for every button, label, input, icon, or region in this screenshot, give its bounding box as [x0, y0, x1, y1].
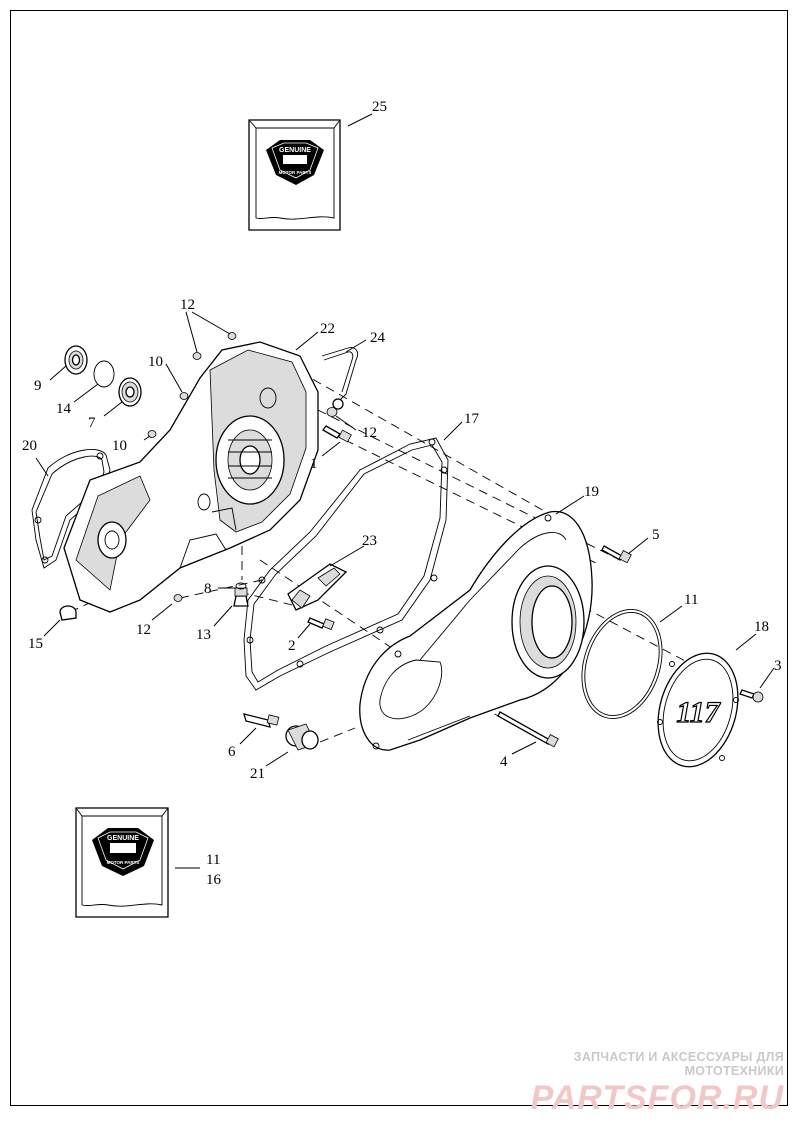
dowel-pin-item-10[interactable] [179, 392, 189, 400]
logo-genuine-text: GENUINE [107, 835, 139, 842]
parts-kit-box-top[interactable]: GENUINE MOTOR PARTS [248, 119, 341, 231]
inner-primary-gasket[interactable] [31, 449, 111, 569]
callout-labels: 25 12 22 24 10 9 14 7 12 17 10 1 20 19 2… [22, 99, 782, 888]
callout-2: 2 [288, 638, 296, 654]
dowel-pin-item-12[interactable] [192, 352, 202, 360]
dowel-item-15[interactable] [59, 605, 77, 621]
callout-18: 18 [754, 619, 769, 635]
assembly-line [259, 559, 396, 651]
genuine-motor-parts-logo: GENUINE MOTOR PARTS [92, 828, 154, 876]
diagram-frame [10, 10, 788, 1106]
callout-22: 22 [320, 321, 335, 337]
callout-25: 25 [372, 99, 387, 115]
callout-17: 17 [464, 411, 480, 427]
bolt-item-1[interactable] [322, 425, 352, 443]
logo-motor-parts-text: MOTOR PARTS [279, 170, 312, 175]
assembly-line [299, 371, 561, 521]
assembly-line [569, 599, 741, 691]
dowel-pin-item-12[interactable] [173, 594, 183, 602]
assembly-line [344, 439, 601, 566]
callout-19: 19 [584, 484, 599, 500]
spacer-item-21[interactable] [285, 723, 319, 751]
callout-4: 4 [500, 754, 508, 770]
dowel-pin-item-10[interactable] [147, 430, 157, 438]
parts-kit-box-bottom[interactable]: GENUINE MOTOR PARTS [75, 807, 169, 918]
chain-tensioner-item-23[interactable] [287, 563, 348, 611]
callout-1: 1 [310, 456, 318, 472]
callout-12: 12 [136, 622, 151, 638]
callout-14: 14 [56, 401, 72, 417]
logo-motor-parts-text: MOTOR PARTS [107, 860, 140, 865]
callout-3: 3 [774, 658, 782, 674]
dowel-pin-item-12[interactable] [227, 332, 237, 340]
retaining-ring-item-14[interactable] [93, 360, 115, 388]
o-ring-item-11[interactable] [569, 599, 676, 729]
callout-16: 16 [206, 872, 222, 888]
watermark: ЗАПЧАСТИ И АКСЕССУАРЫ ДЛЯ МОТОТЕХНИКИ PA… [484, 1050, 784, 1118]
assembly-line [319, 727, 356, 743]
bolt-item-5[interactable] [601, 545, 632, 564]
callout-12: 12 [180, 297, 195, 313]
callout-13: 13 [196, 627, 211, 643]
callout-11: 11 [684, 592, 698, 608]
stud-item-6[interactable] [243, 713, 280, 728]
callout-23: 23 [362, 533, 377, 549]
watermark-brand: PARTSFOR.RU [530, 1079, 784, 1117]
callout-10: 10 [112, 438, 127, 454]
oil-seal-item-9[interactable] [64, 345, 88, 375]
callout-11: 11 [206, 852, 220, 868]
tube-item-24[interactable] [321, 347, 359, 410]
callout-24: 24 [370, 330, 386, 346]
o-ring-item-8[interactable] [235, 582, 247, 590]
callout-21: 21 [250, 766, 265, 782]
dowel-pin-item-12[interactable] [326, 407, 338, 417]
outer-primary-cover[interactable] [359, 510, 593, 751]
derby-cover-item-18[interactable]: 117 [645, 644, 750, 776]
bolt-item-2[interactable] [307, 617, 335, 631]
derby-cover-117-mark: 117 [676, 696, 720, 729]
watermark-tagline: ЗАПЧАСТИ И АКСЕССУАРЫ ДЛЯ МОТОТЕХНИКИ [573, 1050, 784, 1078]
bearing-item-7[interactable] [118, 377, 142, 407]
inner-primary-housing[interactable] [63, 341, 319, 613]
assembly-line [317, 409, 621, 561]
plug-item-13[interactable] [233, 587, 249, 607]
logo-genuine-text: GENUINE [279, 147, 311, 154]
callout-10: 10 [148, 354, 163, 370]
assembly-line [239, 591, 293, 606]
genuine-motor-parts-logo: GENUINE MOTOR PARTS [266, 140, 324, 185]
callout-7: 7 [88, 415, 96, 431]
callout-15: 15 [28, 636, 43, 652]
callout-6: 6 [228, 744, 236, 760]
assembly-line [179, 579, 263, 599]
callout-20: 20 [22, 438, 37, 454]
callout-12: 12 [362, 425, 377, 441]
callout-5: 5 [652, 527, 660, 543]
callout-8: 8 [204, 581, 212, 597]
callout-9: 9 [34, 378, 42, 394]
leader-lines [35, 113, 775, 869]
bolt-item-4[interactable] [497, 711, 559, 748]
outer-primary-gasket[interactable] [243, 437, 449, 691]
screw-item-3[interactable] [739, 689, 764, 703]
